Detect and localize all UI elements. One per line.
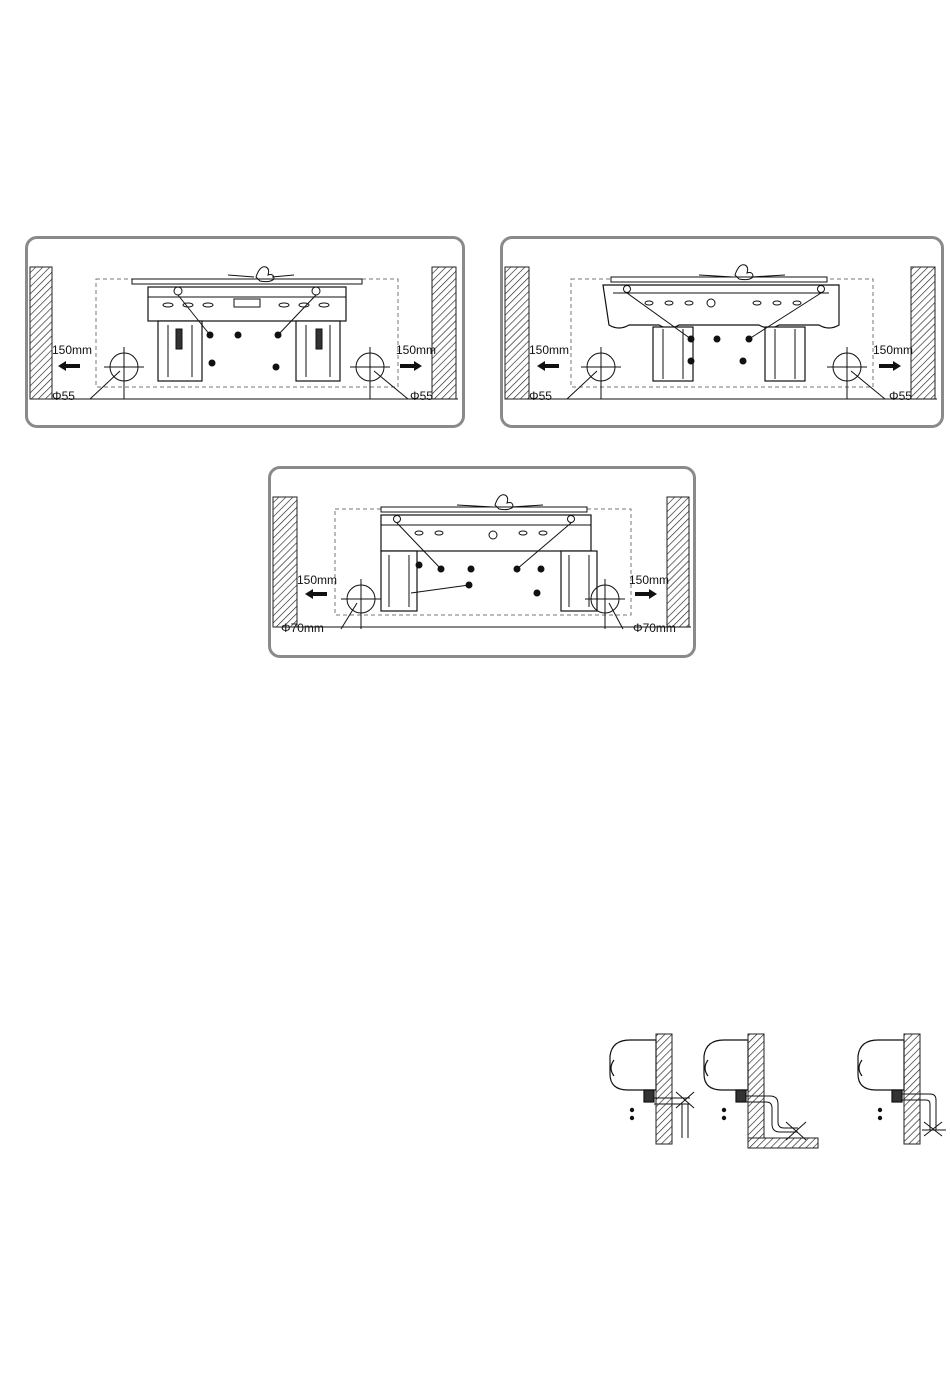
- left-wall: [505, 267, 529, 399]
- pipe-hole-left: [341, 579, 381, 629]
- wrong-mark-icon: [786, 1122, 806, 1140]
- arrow-icon: [400, 361, 422, 371]
- bracket-leg-left: [381, 551, 417, 611]
- hole-right-label: Φ55: [410, 389, 433, 403]
- indoor-unit-1: [610, 1040, 656, 1120]
- bracket-leg-right: [765, 327, 805, 381]
- pipe-hole-left: [567, 347, 621, 399]
- mounting-plate-top: [611, 277, 827, 282]
- wall-2: [748, 1034, 764, 1138]
- mounting-plate-top: [381, 507, 587, 512]
- left-wall: [273, 497, 297, 627]
- arrow-icon: [635, 589, 657, 599]
- wrong-mark-icon: [924, 1122, 942, 1136]
- hole-left-label: Φ55: [529, 389, 552, 403]
- wall-3: [904, 1034, 920, 1144]
- arrow-icon: [305, 589, 327, 599]
- clearance-left-label: 150mm: [297, 573, 337, 587]
- bracket-body: [148, 287, 346, 321]
- bracket-body: [603, 285, 839, 328]
- hole-left-label: Φ55: [52, 389, 75, 403]
- bracket-leg-left: [653, 327, 693, 381]
- indoor-unit-3: [858, 1040, 904, 1120]
- right-wall: [911, 267, 935, 399]
- arrow-icon: [879, 361, 901, 371]
- hole-left-label: Φ70mm: [281, 621, 324, 635]
- bracket-diagram-1: [28, 239, 468, 431]
- ground: [748, 1138, 818, 1148]
- right-wall: [667, 497, 689, 627]
- clearance-left-label: 150mm: [529, 343, 569, 357]
- arrow-icon: [58, 361, 80, 371]
- install-panel-3: 150mm 150mm Φ70mm Φ70mm: [268, 466, 696, 658]
- clearance-right-label: 150mm: [396, 343, 436, 357]
- hole-right-label: Φ70mm: [633, 621, 676, 635]
- wall-1: [656, 1034, 672, 1144]
- bracket-diagram-2: [503, 239, 947, 431]
- install-panel-2: 150mm 150mm Φ55 Φ55: [500, 236, 944, 428]
- clearance-right-label: 150mm: [873, 343, 913, 357]
- left-wall: [30, 267, 52, 399]
- mounting-plate-top: [132, 279, 362, 284]
- wrong-mark-icon: [676, 1092, 694, 1108]
- arrow-icon: [537, 361, 559, 371]
- screw-icons: [207, 332, 282, 371]
- indoor-unit-2: [704, 1040, 748, 1120]
- pipe-hole-left: [90, 347, 144, 399]
- drain-pipe-diagrams: [600, 1028, 950, 1158]
- right-wall: [432, 267, 456, 399]
- clearance-right-label: 150mm: [629, 573, 669, 587]
- clearance-left-label: 150mm: [52, 343, 92, 357]
- hole-right-label: Φ55: [889, 389, 912, 403]
- install-panel-1: 150mm 150mm Φ55 Φ55: [25, 236, 465, 428]
